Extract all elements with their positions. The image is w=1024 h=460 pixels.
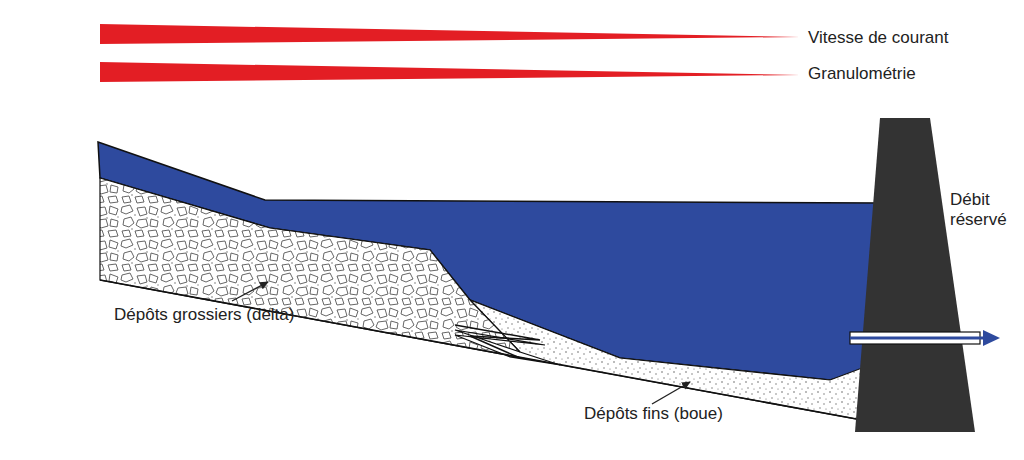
coarse-deposits	[100, 178, 560, 365]
dam	[855, 118, 975, 432]
deposit-label: Dépôts fins (boue)	[584, 404, 723, 424]
outflow-label: Débit réservé	[950, 190, 1020, 231]
leader-line	[652, 382, 690, 404]
outflow-line	[850, 337, 985, 340]
reservoir-water	[98, 142, 882, 380]
scale-label: Granulométrie	[808, 64, 916, 84]
bedrock-line	[100, 280, 862, 420]
outflow-arrow	[983, 330, 1000, 346]
leader-line	[232, 282, 268, 301]
velocity-wedge	[100, 24, 800, 44]
scale-label: Vitesse de courant	[808, 28, 949, 48]
deposit-label: Dépôts grossiers (delta)	[114, 305, 294, 325]
grain-size-wedge	[100, 62, 800, 82]
